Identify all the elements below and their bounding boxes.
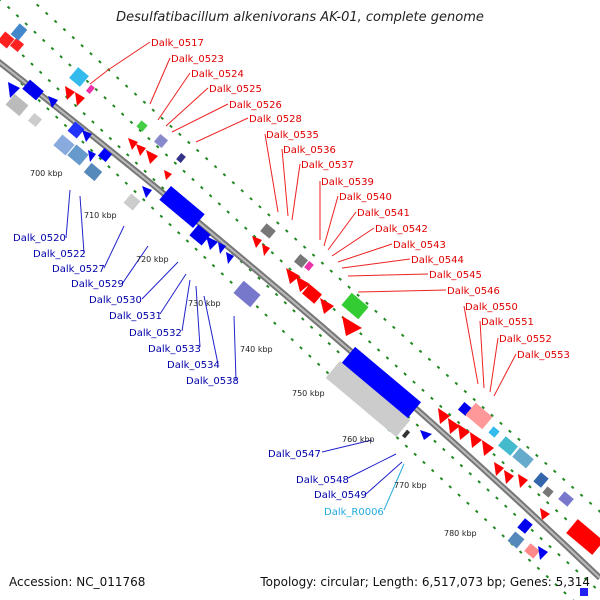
gene-label: Dalk_0544 bbox=[411, 255, 464, 266]
gene-label: Dalk_0529 bbox=[71, 279, 124, 290]
reverse-gene-labels: Dalk_0520 Dalk_0522 Dalk_0527 Dalk_0529 … bbox=[13, 233, 367, 501]
rna-gene-labels: Dalk_R0006 bbox=[324, 507, 384, 518]
gene-label: Dalk_0523 bbox=[171, 54, 224, 65]
gene-label: Dalk_0546 bbox=[447, 286, 500, 297]
rna-leader-line bbox=[383, 463, 405, 511]
gene-label: Dalk_0549 bbox=[314, 490, 367, 501]
tick-label: 770 kbp bbox=[394, 481, 427, 490]
tick-label: 760 kbp bbox=[342, 435, 375, 444]
gene-label: Dalk_0543 bbox=[393, 240, 446, 251]
tick-label: 720 kbp bbox=[136, 255, 169, 264]
gene-label: Dalk_0535 bbox=[266, 130, 319, 141]
tick-label: 740 kbp bbox=[240, 345, 273, 354]
tick-label: 710 kbp bbox=[84, 211, 117, 220]
gene-label: Dalk_0536 bbox=[283, 145, 336, 156]
rna-label: Dalk_R0006 bbox=[324, 507, 384, 518]
gene-label: Dalk_0538 bbox=[186, 376, 239, 387]
tick-label: 700 kbp bbox=[30, 169, 63, 178]
gene-label: Dalk_0517 bbox=[151, 38, 204, 49]
gene-label: Dalk_0552 bbox=[499, 334, 552, 345]
map-title: Desulfatibacillum alkenivorans AK-01, co… bbox=[116, 10, 484, 25]
reverse-leader-lines bbox=[65, 189, 403, 495]
gene-label: Dalk_0539 bbox=[321, 177, 374, 188]
gene-label: Dalk_0520 bbox=[13, 233, 66, 244]
gene-label: Dalk_0524 bbox=[191, 69, 244, 80]
gene-label: Dalk_0540 bbox=[339, 192, 392, 203]
topology-text: Topology: circular; Length: 6,517,073 bp… bbox=[260, 575, 590, 589]
gene-label: Dalk_0550 bbox=[465, 302, 518, 313]
gene-label: Dalk_0528 bbox=[249, 114, 302, 125]
gene-label: Dalk_0551 bbox=[481, 317, 534, 328]
gene-label: Dalk_0553 bbox=[517, 350, 570, 361]
gene-label: Dalk_0525 bbox=[209, 84, 262, 95]
gene-label: Dalk_0527 bbox=[52, 264, 105, 275]
gene-label: Dalk_0533 bbox=[148, 344, 201, 355]
gene-label: Dalk_0537 bbox=[301, 160, 354, 171]
genome-backbone bbox=[0, 59, 600, 581]
gene-label: Dalk_0534 bbox=[167, 360, 220, 371]
forward-gene-labels: Dalk_0517 Dalk_0523 Dalk_0524 Dalk_0525 … bbox=[151, 38, 570, 361]
scale-ticks: 700 kbp 710 kbp 720 kbp 730 kbp 740 kbp … bbox=[30, 169, 477, 538]
gene-features bbox=[0, 23, 600, 596]
gene-label: Dalk_0547 bbox=[268, 449, 321, 460]
gene-label: Dalk_0541 bbox=[357, 208, 410, 219]
forward-leader-lines bbox=[89, 41, 517, 397]
gene-label: Dalk_0522 bbox=[33, 249, 86, 260]
tick-label: 730 kbp bbox=[188, 299, 221, 308]
gene-label: Dalk_0545 bbox=[429, 270, 482, 281]
tick-label: 750 kbp bbox=[292, 389, 325, 398]
accession-text: Accession: NC_011768 bbox=[9, 575, 146, 589]
gene-label: Dalk_0531 bbox=[109, 311, 162, 322]
tick-label: 780 kbp bbox=[444, 529, 477, 538]
gene-label: Dalk_0542 bbox=[375, 224, 428, 235]
gene-label: Dalk_0532 bbox=[129, 328, 182, 339]
gene-label: Dalk_0526 bbox=[229, 100, 282, 111]
gene-label: Dalk_0530 bbox=[89, 295, 142, 306]
gene-label: Dalk_0548 bbox=[296, 475, 349, 486]
